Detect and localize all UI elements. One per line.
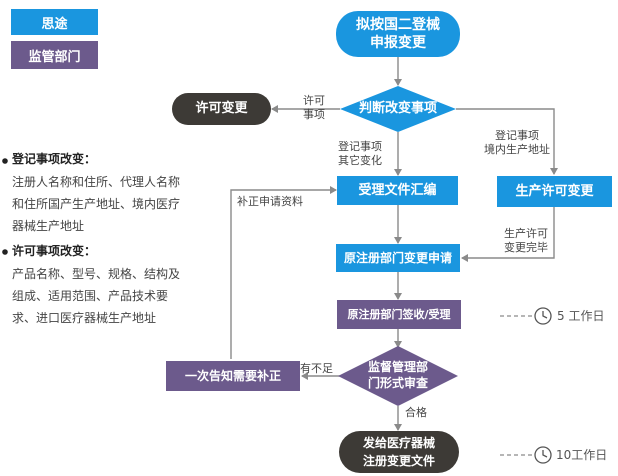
review-diamond — [338, 346, 458, 406]
issue-line-1: 发给医疗器械 — [362, 436, 435, 450]
license-line-3: 求、进口医疗器械生产地址 — [12, 311, 157, 325]
start-node: 拟按国二登械 申报变更 — [336, 11, 460, 57]
edge-label-license-2: 事项 — [303, 108, 325, 121]
clock-icon-ten — [534, 446, 552, 464]
license-change-node: 许可变更 — [172, 93, 271, 125]
register-line-1: 注册人名称和住所、代理人名称 — [12, 175, 181, 189]
edge-label-license-done: 生产许可 变更完毕 — [500, 227, 552, 255]
edge-label-register-site-2: 境内生产地址 — [484, 143, 550, 156]
legend-dept: 监管部门 — [11, 41, 98, 69]
clock-icon-five — [534, 307, 552, 325]
review-label: 监督管理部 门形式审查 — [345, 359, 451, 391]
register-line-3: 器械生产地址 — [12, 219, 85, 233]
production-change-label: 生产许可变更 — [515, 183, 594, 199]
review-line-2: 门形式审查 — [367, 376, 428, 390]
license-notes: 许可事项改变： 产品名称、型号、规格、结构及 组成、适用范围、产品技术要 求、进… — [12, 242, 207, 329]
issue-node: 发给医疗器械 注册变更文件 — [339, 431, 459, 473]
accept-compile-label: 受理文件汇编 — [358, 182, 437, 198]
production-change-node: 生产许可变更 — [497, 176, 612, 207]
edge-supplement-loop — [230, 186, 337, 359]
register-notes: 登记事项改变： 注册人名称和住所、代理人名称 和住所国产生产地址、境内医疗 器械… — [12, 150, 207, 237]
license-notes-body: 产品名称、型号、规格、结构及 组成、适用范围、产品技术要 求、进口医疗器械生产地… — [12, 263, 207, 329]
license-line-2: 组成、适用范围、产品技术要 — [12, 289, 169, 303]
original-receive-node: 原注册部门签收/受理 — [337, 300, 461, 329]
start-line-1: 拟按国二登械 — [356, 17, 440, 33]
edge-label-pass: 合格 — [405, 406, 427, 419]
edge-label-register-other-2: 其它变化 — [338, 154, 382, 167]
license-line-1: 产品名称、型号、规格、结构及 — [12, 267, 181, 281]
edge-label-license-done-1: 生产许可 — [504, 227, 548, 240]
edge-label-register-other: 登记事项 其它变化 — [338, 140, 382, 168]
edge-label-insufficient: 有不足 — [300, 362, 333, 375]
issue-line-2: 注册变更文件 — [362, 454, 435, 468]
notify-correct-node: 一次告知需要补正 — [166, 361, 300, 391]
register-line-2: 和住所国产生产地址、境内医疗 — [12, 197, 181, 211]
bullet-license — [2, 249, 8, 255]
edge-label-license-1: 许可 — [303, 94, 325, 107]
edge-label-register-other-1: 登记事项 — [338, 140, 382, 153]
edge-label-register-site: 登记事项 境内生产地址 — [482, 129, 552, 157]
edge-label-license: 许可 事项 — [303, 94, 325, 122]
notify-correct-label: 一次告知需要补正 — [184, 369, 281, 383]
register-notes-title: 登记事项改变： — [12, 152, 97, 166]
edge-label-register-site-1: 登记事项 — [495, 129, 539, 142]
bullet-register — [2, 158, 8, 164]
license-notes-title: 许可事项改变： — [12, 244, 97, 258]
original-apply-node: 原注册部门变更申请 — [336, 244, 460, 272]
start-line-2: 申报变更 — [370, 35, 426, 51]
judge-diamond — [340, 86, 456, 132]
judge-label: 判断改变事项 — [358, 101, 437, 116]
edge-judge-production — [456, 108, 558, 175]
original-receive-label: 原注册部门签收/受理 — [347, 307, 451, 321]
legend-route-label: 思途 — [41, 16, 68, 32]
register-notes-body: 注册人名称和住所、代理人名称 和住所国产生产地址、境内医疗 器械生产地址 — [12, 171, 207, 237]
review-line-1: 监督管理部 — [367, 360, 428, 374]
edge-production-apply — [461, 207, 555, 262]
license-change-label: 许可变更 — [195, 101, 248, 116]
original-apply-label: 原注册部门变更申请 — [343, 251, 452, 265]
edge-label-supplement: 补正申请资料 — [237, 195, 303, 208]
legend-dept-label: 监管部门 — [28, 49, 81, 65]
timer-five-label: 5 工作日 — [557, 309, 605, 323]
edge-label-license-done-2: 变更完毕 — [504, 241, 548, 254]
accept-compile-node: 受理文件汇编 — [337, 176, 458, 205]
timer-ten-label: 10工作日 — [556, 448, 608, 462]
legend-route: 思途 — [11, 9, 98, 35]
